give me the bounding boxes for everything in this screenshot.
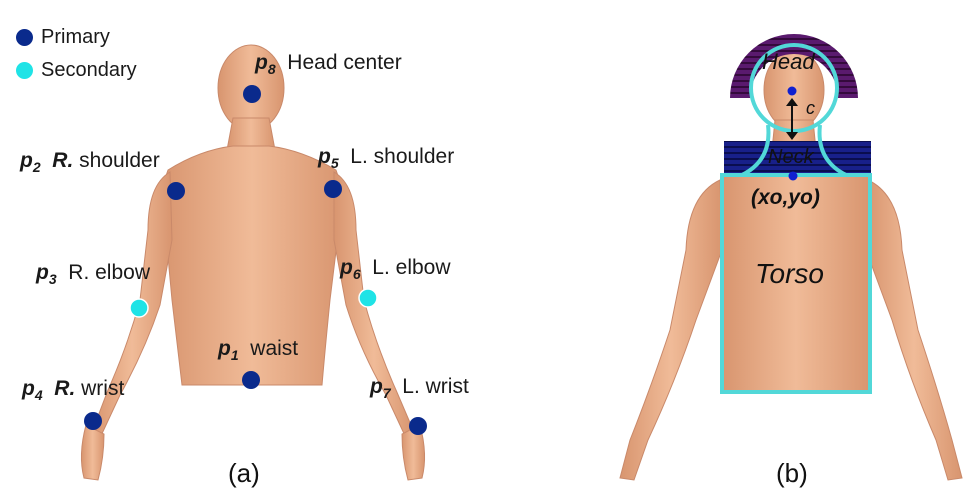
p2-r-shoulder-point <box>167 182 185 200</box>
origin-label-b: (xo,yo) <box>751 186 820 210</box>
caption-a: (a) <box>228 458 260 489</box>
label-p6-l-elbow: p6 L. elbow <box>340 257 451 281</box>
left-arm-shape-b <box>866 180 962 480</box>
p1-waist-point <box>242 371 260 389</box>
neck-label-b: Neck <box>768 146 814 169</box>
legend-primary: Primary <box>16 26 110 49</box>
legend-secondary: Secondary <box>16 59 137 82</box>
secondary-dot-icon <box>16 62 33 79</box>
c-label-b: c <box>806 98 815 119</box>
right-hand-shape <box>81 425 104 480</box>
label-p7-l-wrist: p7 L. wrist <box>370 376 469 400</box>
right-arm-shape-b <box>620 180 722 480</box>
label-p1-waist: p1 waist <box>218 338 298 362</box>
p5-l-shoulder-point <box>324 180 342 198</box>
label-p2-r-shoulder: p2 R. shoulder <box>20 150 160 174</box>
label-p3-r-elbow: p3 R. elbow <box>36 262 150 286</box>
primary-dot-icon <box>16 29 33 46</box>
p8-head-point <box>243 85 261 103</box>
legend-secondary-label: Secondary <box>41 59 137 82</box>
head-center-dot-b <box>788 87 797 96</box>
head-label-b: Head <box>762 49 815 75</box>
origin-dot-b <box>789 172 798 181</box>
neck-shape <box>227 118 275 150</box>
legend-primary-label: Primary <box>41 26 110 49</box>
torso-label-b: Torso <box>755 258 824 290</box>
caption-b: (b) <box>776 458 808 489</box>
p3-r-elbow-point <box>130 299 148 317</box>
label-p4-r-wrist: p4 R. wrist <box>22 378 124 402</box>
p6-l-elbow-point <box>359 289 377 307</box>
p7-l-wrist-point <box>409 417 427 435</box>
p4-r-wrist-point <box>84 412 102 430</box>
label-p5-l-shoulder: p5 L. shoulder <box>318 146 454 170</box>
label-p8-head: p8 Head center <box>255 52 402 76</box>
